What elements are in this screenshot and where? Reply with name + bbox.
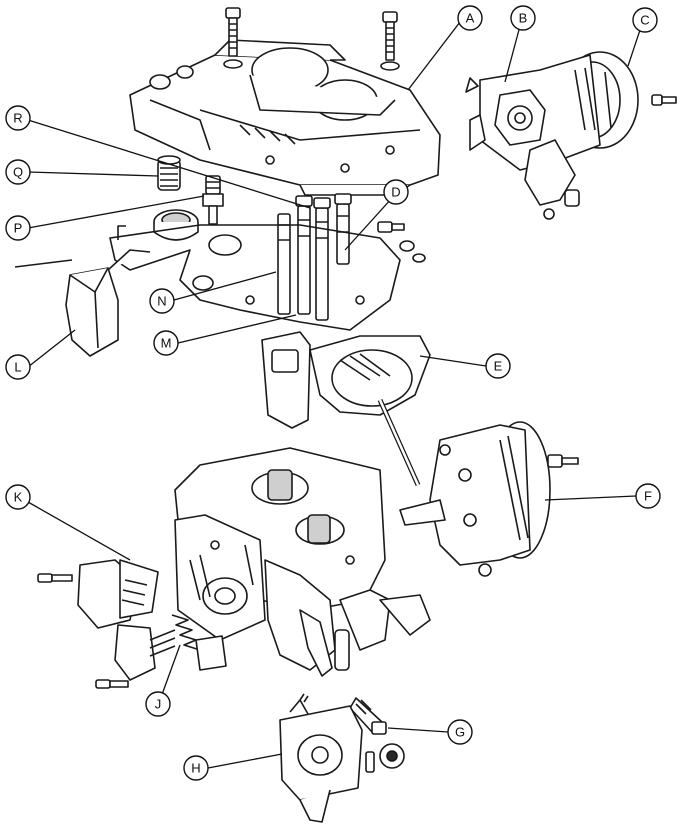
callout-j: J: [145, 691, 171, 717]
callout-h: H: [183, 755, 209, 781]
leader-p: [27, 195, 205, 229]
choke-vacuum-unit: [465, 51, 639, 220]
top-cover-screw-left: [223, 7, 243, 69]
leader-f: [544, 495, 637, 501]
svg-text:Q: Q: [13, 165, 23, 180]
callout-m: M: [153, 330, 179, 356]
callout-a: A: [457, 5, 483, 31]
svg-text:C: C: [640, 13, 649, 28]
callout-k: K: [5, 484, 31, 510]
svg-text:E: E: [494, 359, 503, 374]
callout-q: Q: [5, 159, 31, 185]
callout-n: N: [149, 288, 175, 314]
spring-j: [171, 614, 227, 671]
side-cover-k: [37, 559, 159, 629]
svg-text:B: B: [519, 11, 528, 26]
choke-unit-screw: [651, 94, 677, 106]
needle-valve: [202, 175, 224, 225]
g-screw: [349, 697, 387, 735]
svg-text:F: F: [644, 489, 652, 504]
f-screw: [547, 454, 579, 468]
leader-b: [504, 25, 521, 83]
carburettor-body: [174, 447, 431, 677]
fuel-filter: [157, 155, 181, 191]
pin-rod: [14, 259, 73, 268]
leader-j: [159, 644, 181, 701]
svg-text:N: N: [157, 294, 166, 309]
leader-a: [407, 21, 461, 91]
callout-f: F: [635, 483, 661, 509]
gasket: [109, 224, 401, 331]
svg-text:M: M: [161, 336, 172, 351]
svg-text:P: P: [14, 221, 23, 236]
callout-b: B: [510, 5, 536, 31]
leader-h: [207, 753, 283, 769]
svg-text:H: H: [191, 761, 200, 776]
callout-g: G: [447, 719, 473, 745]
diaphragm-housing: [399, 421, 551, 577]
leader-r: [27, 119, 311, 209]
g-washer-gear: [379, 743, 405, 769]
leader-m: [177, 314, 297, 344]
leader-l: [27, 329, 76, 368]
svg-text:K: K: [14, 490, 23, 505]
float: [65, 249, 151, 357]
top-cover-screw-right: [380, 11, 400, 71]
seal-ring: [153, 209, 199, 241]
emulsion-tubes: [277, 193, 352, 321]
svg-text:G: G: [455, 725, 465, 740]
leader-d: [344, 197, 393, 251]
leader-g: [387, 727, 449, 733]
callout-d: D: [383, 179, 409, 205]
leader-q: [27, 171, 159, 177]
svg-text:R: R: [13, 111, 22, 126]
svg-text:L: L: [14, 360, 21, 375]
leader-e: [419, 355, 487, 367]
callout-e: E: [485, 353, 511, 379]
leader-k: [27, 501, 131, 561]
callout-p: P: [5, 215, 31, 241]
leader-lines: [27, 21, 641, 769]
d-screw-washer: [377, 221, 426, 263]
svg-text:J: J: [155, 697, 162, 712]
callout-r: R: [5, 105, 31, 131]
leader-c: [627, 29, 641, 67]
svg-text:A: A: [466, 11, 475, 26]
leader-n: [173, 271, 277, 301]
pump-cover: [261, 331, 431, 487]
callout-c: C: [632, 7, 658, 33]
side-cover-lower: [95, 624, 176, 689]
top-cover: [129, 39, 441, 196]
throttle-housing: [279, 693, 375, 823]
callout-l: L: [5, 354, 31, 380]
svg-text:D: D: [391, 185, 400, 200]
